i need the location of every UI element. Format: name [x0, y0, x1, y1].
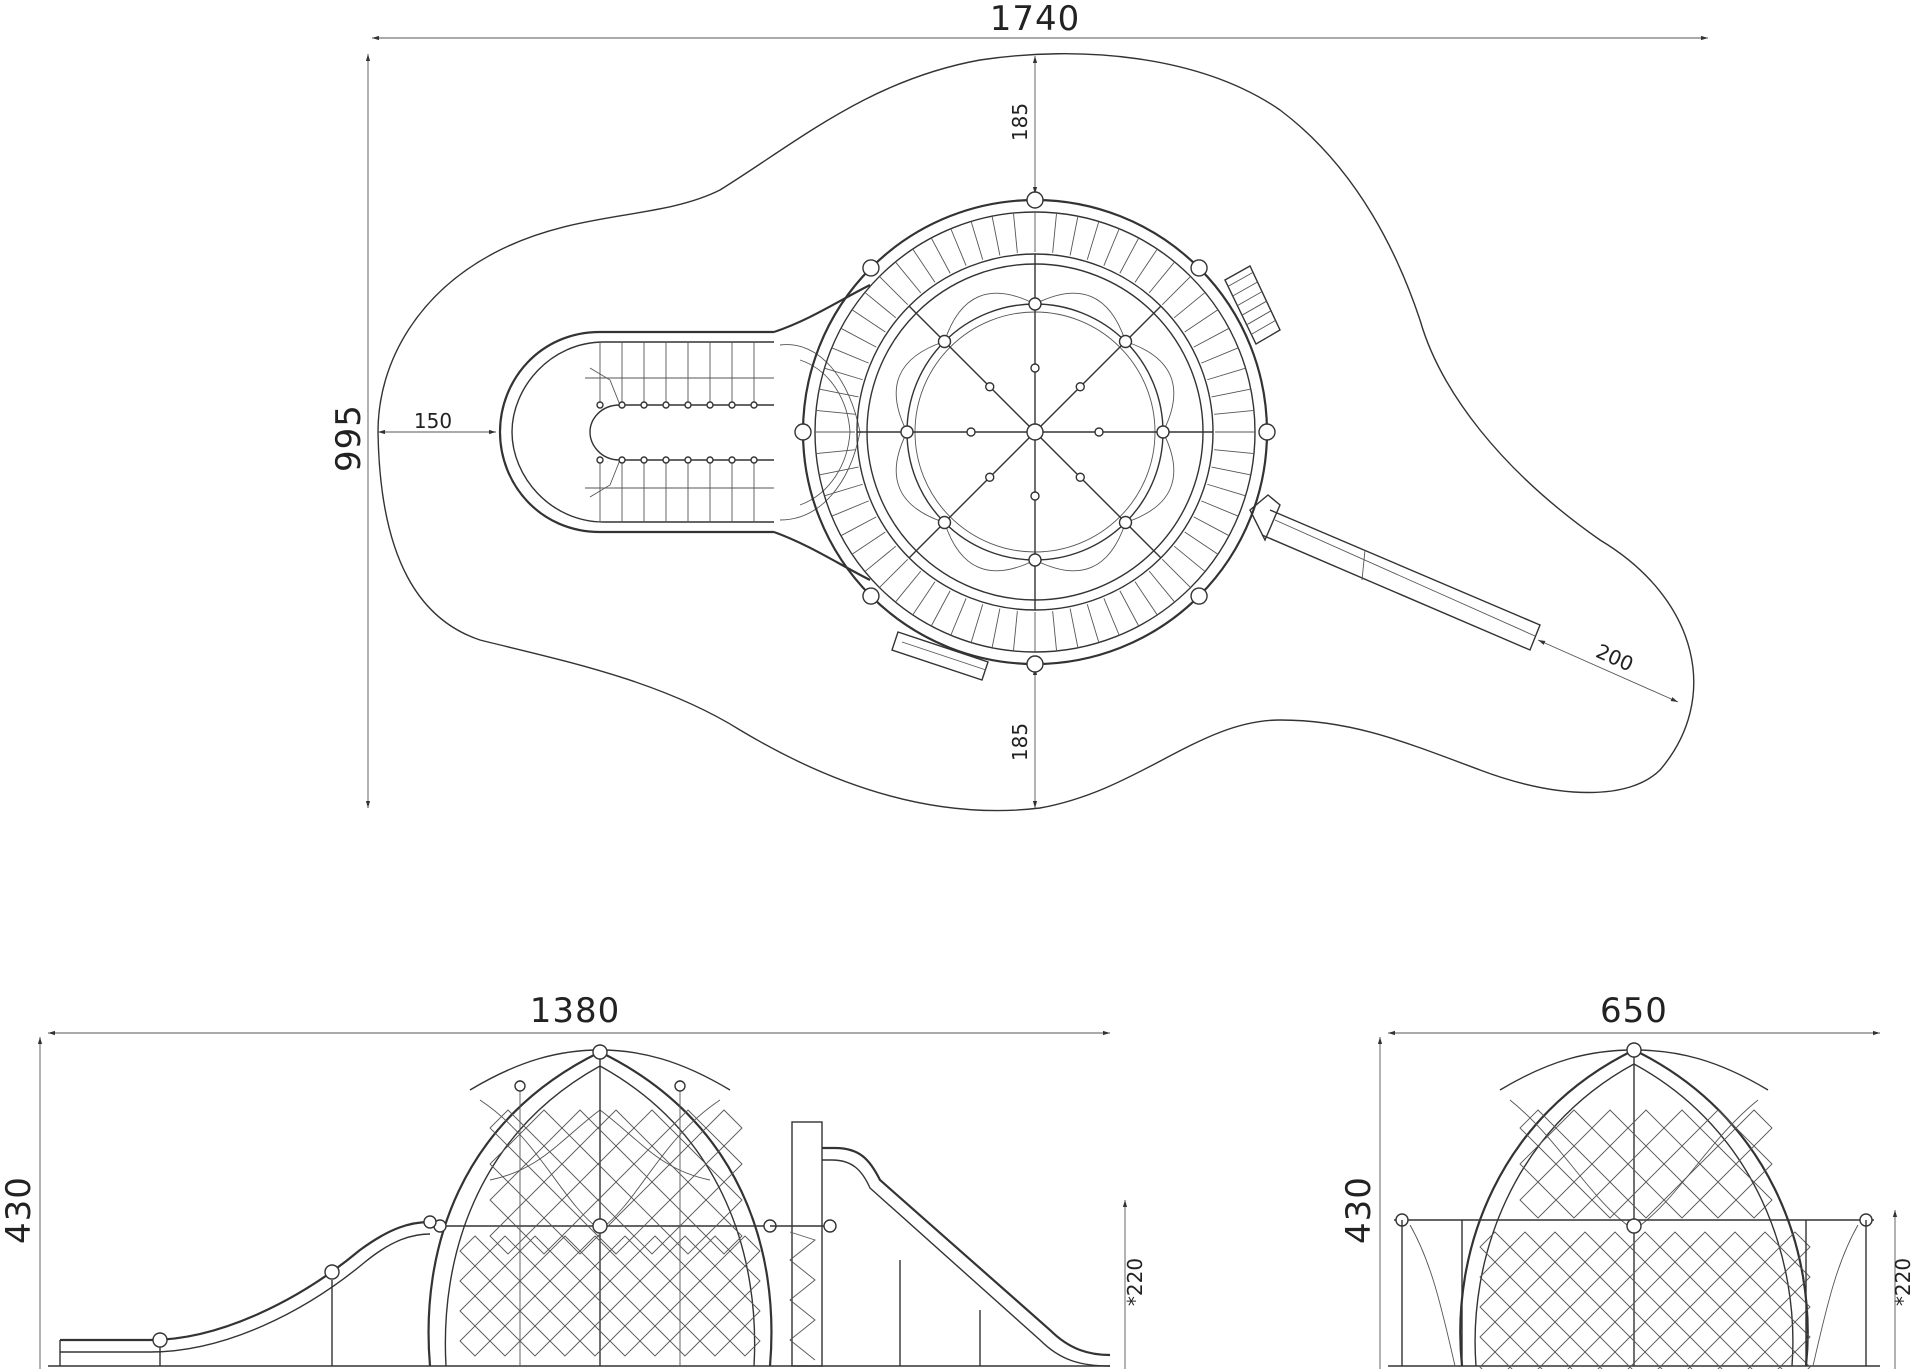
slide-clearance-label: 200 — [1593, 639, 1638, 676]
left-net-section — [498, 330, 774, 534]
front-dome — [427, 1044, 777, 1367]
width-dimension-label: 1740 — [990, 0, 1081, 39]
slide-clearance-line — [1537, 639, 1679, 703]
side-width-dimension-label: 650 — [1600, 991, 1668, 1031]
lower-bench — [891, 631, 989, 681]
side-platform-height-label: *220 — [1891, 1258, 1915, 1306]
top-view: 1740 995 150 185 185 200 — [329, 0, 1708, 812]
side-height-dimension-label: 430 — [1339, 1176, 1379, 1244]
front-left-arch — [59, 1215, 437, 1366]
left-clearance-label: 150 — [414, 409, 452, 433]
upper-ladder — [1224, 265, 1281, 345]
main-dome-plan — [794, 191, 1276, 673]
side-posts — [1401, 1220, 1867, 1367]
depth-dimension-label: 995 — [329, 404, 369, 472]
front-platform-height-label: *220 — [1123, 1258, 1147, 1306]
bottom-clearance-label: 185 — [1008, 723, 1032, 761]
front-view: 1380 430 *220 — [0, 991, 1147, 1369]
front-width-dimension-label: 1380 — [530, 991, 621, 1031]
connector-net — [773, 284, 871, 581]
front-tower — [770, 1121, 837, 1367]
safety-zone-outline — [377, 53, 1695, 812]
front-height-dimension-label: 430 — [0, 1176, 39, 1244]
top-clearance-label: 185 — [1008, 103, 1032, 141]
front-slide — [822, 1146, 1111, 1367]
side-dome — [1394, 1042, 1874, 1369]
side-view: 650 430 *220 — [1339, 991, 1915, 1369]
slide-plan — [1249, 494, 1541, 651]
